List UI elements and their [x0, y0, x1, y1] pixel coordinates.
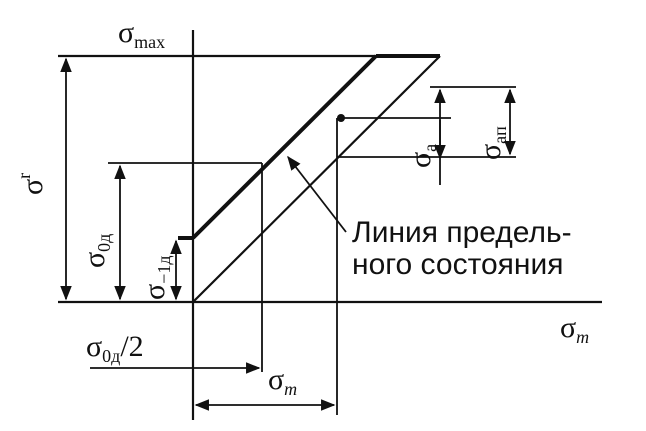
sigma-0d-half-label: σ0д/2: [86, 330, 144, 366]
sigma-a-label: σa: [404, 144, 440, 168]
sigma-m-axis-label: σm: [560, 311, 589, 347]
sigma-r-label: σr: [14, 173, 49, 195]
upper-limit-line: [191, 54, 378, 240]
sigma-max-label: σmax: [118, 16, 165, 52]
caption-leader: [287, 155, 347, 233]
caption-line-1: Линия предель-: [352, 216, 572, 249]
sigma-m-dimension-label: σm: [268, 363, 297, 399]
caption-line-2: ного состояния: [352, 248, 563, 281]
lower-limit-line: [192, 55, 441, 303]
sigma-ap-label: σaп: [474, 126, 510, 160]
sigma-minus1d-label: σ−1д: [138, 256, 174, 300]
sigma-0d-label: σ0д: [78, 234, 114, 268]
